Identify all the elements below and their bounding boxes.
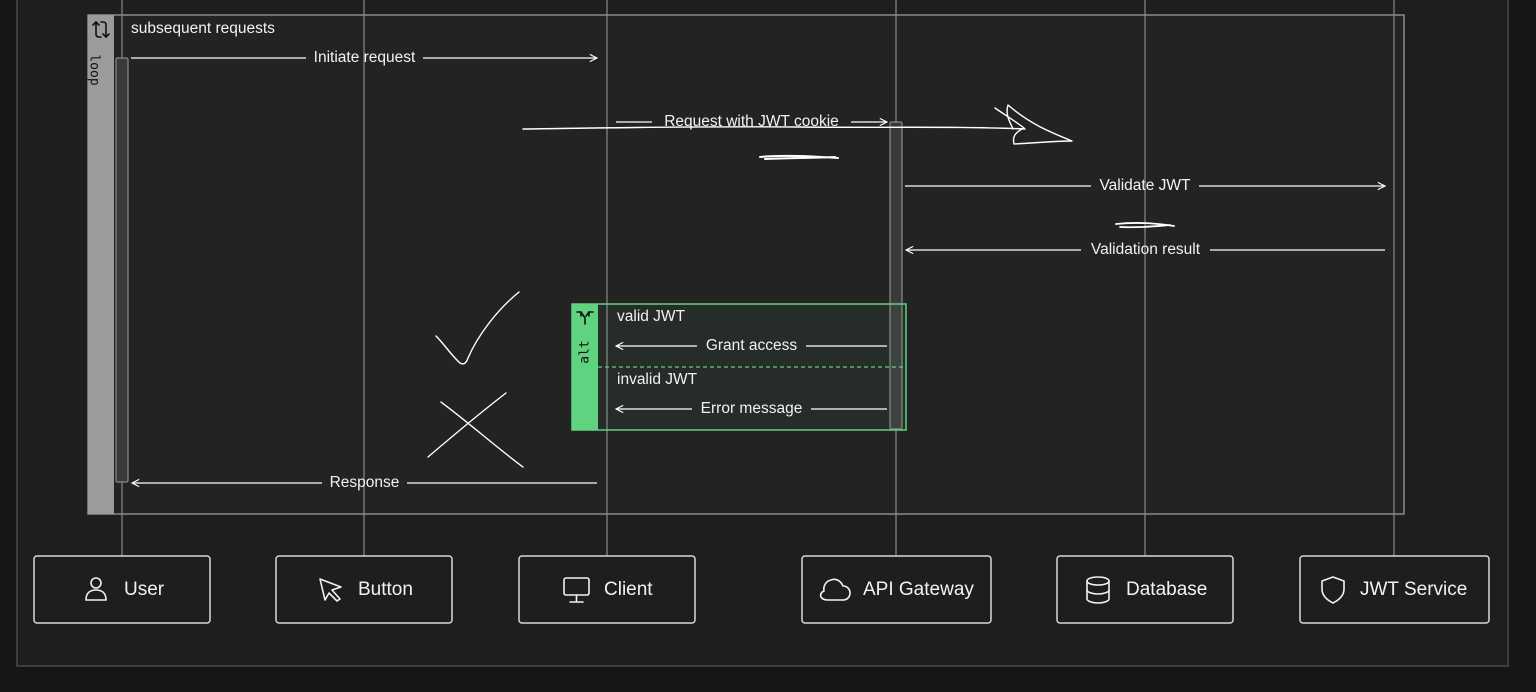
alt-branch-invalid: invalid JWT (617, 371, 698, 388)
participant-api-gateway[interactable]: API Gateway (801, 555, 992, 624)
monitor-icon (563, 577, 590, 603)
message-label: Request with JWT cookie (664, 113, 839, 130)
participant-label: API Gateway (863, 579, 974, 600)
message-response[interactable]: Response (132, 474, 597, 491)
shield-icon (1321, 576, 1345, 604)
checkmark-icon (435, 291, 520, 365)
message-label: Error message (701, 400, 803, 417)
message-label: Response (330, 474, 400, 491)
alt-branch-valid: valid JWT (617, 308, 686, 325)
loop-tag: loop (87, 54, 102, 85)
message-validation-result[interactable]: Validation result (906, 241, 1385, 258)
participant-user[interactable]: User (33, 555, 211, 624)
database-icon (1086, 576, 1110, 604)
participant-client[interactable]: Client (518, 555, 696, 624)
message-label: Grant access (706, 337, 798, 354)
loop-side-bar (88, 15, 114, 514)
diagram-canvas (16, 0, 1509, 667)
alt-tag: alt (578, 340, 593, 363)
freehand-arrow-stroke (522, 126, 1026, 130)
participant-database[interactable]: Database (1056, 555, 1234, 624)
participant-jwt-service[interactable]: JWT Service (1299, 555, 1490, 624)
lifelines (121, 0, 1395, 556)
participant-label: Database (1126, 579, 1207, 600)
freehand-annotations[interactable] (427, 104, 1175, 468)
user-icon (85, 577, 107, 601)
participant-label: JWT Service (1360, 579, 1467, 600)
loop-label: subsequent requests (131, 20, 275, 37)
message-label: Initiate request (314, 49, 416, 66)
cloud-icon (819, 578, 851, 601)
participant-button[interactable]: Button (275, 555, 453, 624)
participant-label: User (124, 579, 165, 600)
participant-label: Button (358, 579, 413, 600)
message-grant-access[interactable]: Grant access (616, 337, 887, 354)
message-label: Validate JWT (1099, 177, 1191, 194)
message-validate-jwt[interactable]: Validate JWT (905, 177, 1385, 194)
cursor-icon (319, 578, 342, 602)
alt-branch-icon (576, 311, 594, 325)
message-request-jwt-cookie[interactable]: Request with JWT cookie (616, 113, 887, 130)
message-label: Validation result (1091, 241, 1201, 258)
message-initiate-request[interactable]: Initiate request (131, 49, 597, 66)
participant-label: Client (604, 579, 653, 600)
activation-api-gateway (889, 121, 903, 430)
activation-user (115, 57, 129, 483)
freehand-scribble-2 (1115, 222, 1175, 229)
freehand-scribble-1 (759, 154, 839, 160)
loop-frame[interactable]: loop subsequent requests (87, 14, 1405, 515)
freehand-arrowhead (994, 104, 1073, 145)
message-error-message[interactable]: Error message (616, 400, 887, 417)
alt-side-bar (572, 304, 598, 430)
cross-mark-icon (427, 392, 524, 468)
loop-icon (92, 21, 110, 38)
